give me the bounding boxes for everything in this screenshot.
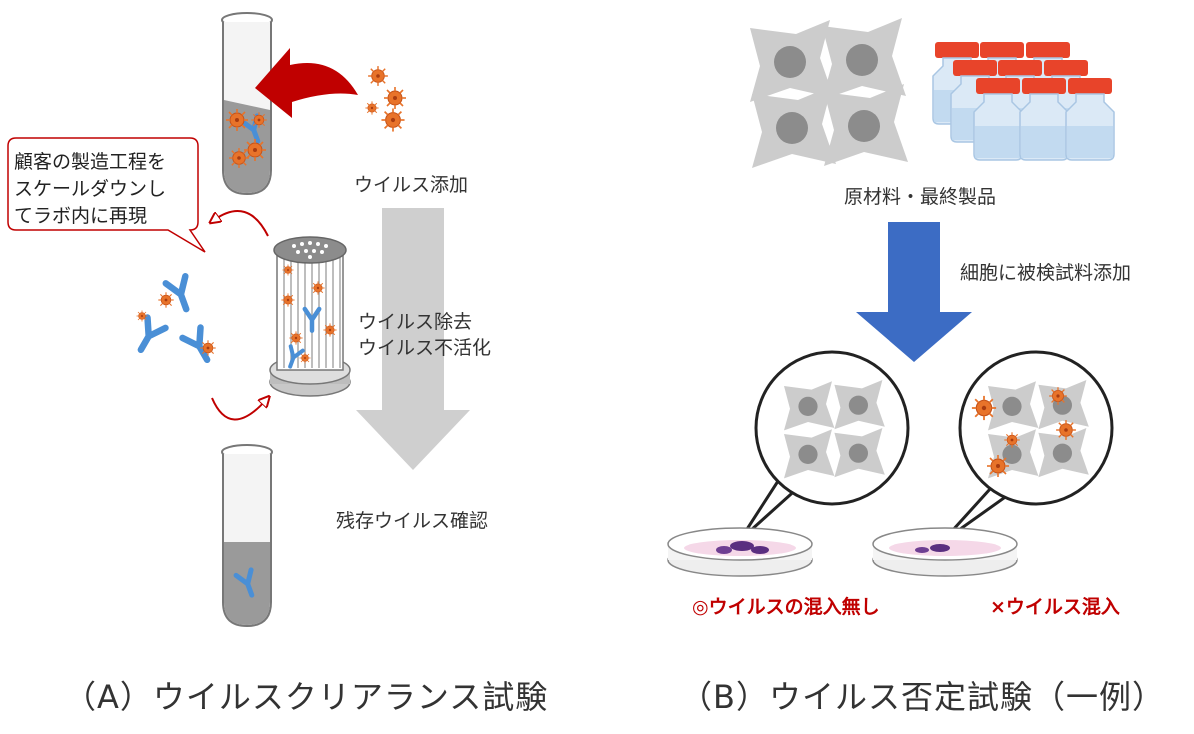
step-virus-removal: ウイルス除去 — [358, 311, 473, 333]
callout-line: 顧客の製造工程を — [14, 151, 167, 173]
callout-line: スケールダウンし — [14, 178, 167, 200]
add-sample-arrow — [856, 222, 972, 362]
antibody-virus-cluster — [132, 276, 216, 365]
callout-bubble — [7, 137, 206, 253]
caption-panel-a: （A）ウイルスクリアランス試験 — [64, 678, 549, 716]
test-tube-top — [221, 12, 273, 195]
step-residual-virus-check: 残存ウイルス確認 — [336, 510, 489, 532]
step-add-virus: ウイルス添加 — [354, 174, 469, 196]
zoom-circle-virus — [940, 350, 1114, 544]
result-no-virus: ◎ウイルスの混入無し — [692, 596, 880, 618]
step-add-sample: 細胞に被検試料添加 — [960, 262, 1132, 284]
petri-dish-right — [872, 527, 1018, 577]
callout-line: てラボ内に再現 — [14, 205, 148, 227]
step-virus-inactivation: ウイルス不活化 — [358, 337, 492, 359]
caption-panel-b: （B）ウイルス否定試験（一例） — [680, 678, 1165, 716]
result-virus-detected: ×ウイルス混入 — [990, 596, 1120, 618]
materials-label: 原材料・最終製品 — [844, 186, 997, 208]
cells-group-top — [750, 18, 908, 168]
process-arrow — [356, 208, 470, 470]
petri-dish-left — [667, 527, 813, 577]
test-tube-bottom — [221, 444, 273, 627]
zoom-circle-no-virus — [738, 350, 910, 542]
add-virus-arrow — [255, 48, 358, 118]
virus-filter-icon — [269, 236, 351, 397]
virus-cluster-added — [364, 65, 407, 133]
callout-text: 顧客の製造工程を スケールダウンし てラボ内に再現 — [14, 149, 166, 230]
product-bottles — [932, 41, 1115, 161]
recirculation-arrows — [212, 210, 268, 421]
